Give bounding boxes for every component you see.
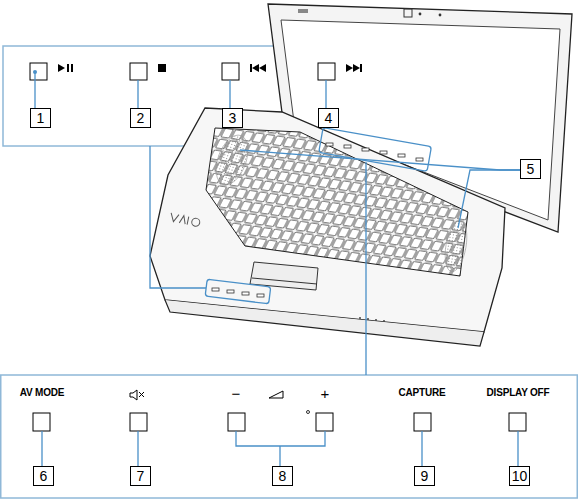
- button-label: −: [232, 386, 241, 401]
- leader-line: [150, 128, 520, 375]
- callout-number: 2: [130, 108, 151, 128]
- leader-line: [42, 431, 518, 466]
- callout-number: 9: [414, 466, 435, 486]
- media-symbol: [58, 64, 362, 72]
- callout-number: 3: [222, 108, 243, 128]
- button-label: CAPTURE: [399, 388, 446, 398]
- callout-number: 4: [318, 108, 339, 128]
- button-label: +: [321, 386, 330, 401]
- laptop-base: [150, 108, 505, 346]
- media-button: [30, 63, 335, 80]
- volume-symbol: [269, 391, 283, 398]
- callout-number: 1: [30, 108, 51, 128]
- detail-panel: [1, 375, 578, 498]
- mute-symbol: [130, 390, 144, 400]
- callout-number: 7: [130, 466, 151, 486]
- button-label: DISPLAY OFF: [487, 388, 550, 398]
- function-button: [33, 413, 526, 431]
- leader-line: [35, 72, 326, 108]
- callout-number: 5: [520, 159, 541, 179]
- callout-number: 10: [509, 466, 530, 486]
- callout-number: 8: [272, 466, 293, 486]
- callout-number: 6: [33, 466, 54, 486]
- button-label: AV MODE: [20, 388, 65, 398]
- indicator-dot: [307, 411, 310, 414]
